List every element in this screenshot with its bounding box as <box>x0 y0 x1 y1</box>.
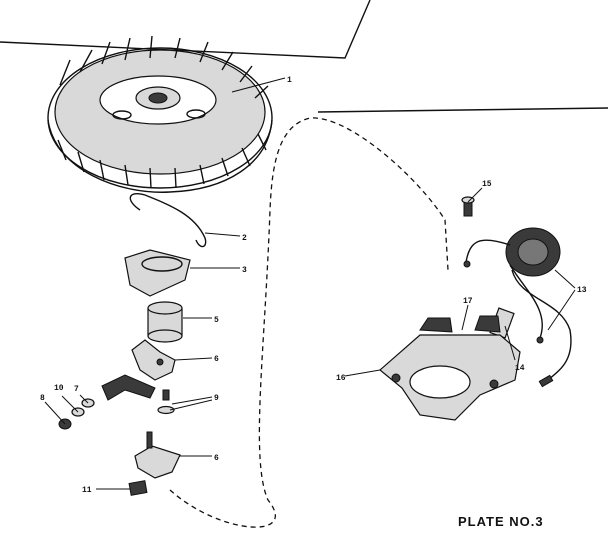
dashed-assembly-boundary <box>169 117 449 528</box>
callout-2: 2 <box>242 234 247 243</box>
screw-washer-part <box>157 389 175 415</box>
bracket-plate-part <box>124 249 191 297</box>
spring-clip-part <box>129 193 207 248</box>
callout-8: 8 <box>40 394 45 403</box>
bushing-part <box>147 301 183 343</box>
callout-numbers: 1 2 3 5 6 9 6 7 8 10 11 13 14 15 16 17 <box>40 76 587 495</box>
page-border-lines <box>0 0 608 113</box>
callout-11: 11 <box>82 486 92 495</box>
breaker-bracket-part <box>131 339 176 381</box>
callout-9: 9 <box>214 394 219 403</box>
callout-1: 1 <box>287 76 292 85</box>
coil-screw-part <box>461 196 475 217</box>
callout-17: 17 <box>463 297 473 306</box>
callout-15: 15 <box>482 180 492 189</box>
callout-6-lower: 6 <box>214 454 219 463</box>
callout-16: 16 <box>336 374 346 383</box>
flywheel-part <box>47 35 273 193</box>
small-washers-part <box>58 398 95 430</box>
callout-6-upper: 6 <box>214 355 219 364</box>
callout-13: 13 <box>577 286 587 295</box>
callout-3: 3 <box>242 266 247 275</box>
callout-5: 5 <box>214 316 219 325</box>
callout-10: 10 <box>54 384 64 393</box>
plate-label: PLATE NO.3 <box>458 514 544 529</box>
coil-bracket-part <box>379 315 521 421</box>
point-base-part <box>134 431 181 479</box>
callout-7: 7 <box>74 385 79 394</box>
ignition-coil-part <box>463 227 572 388</box>
small-clip-part <box>128 480 148 496</box>
breaker-arm-part <box>101 374 156 401</box>
callout-14: 14 <box>515 364 525 373</box>
callout-leaders <box>44 77 576 490</box>
